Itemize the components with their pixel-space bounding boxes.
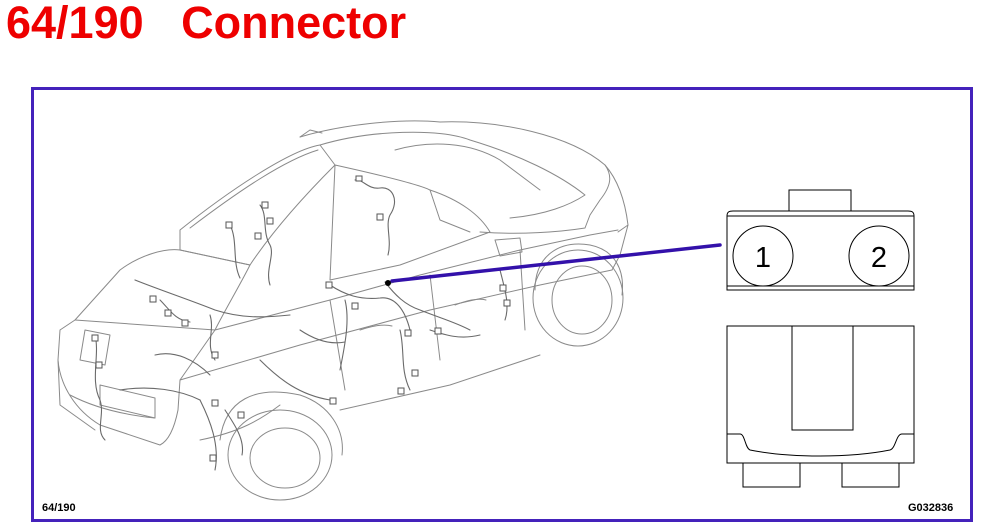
pin-2-circle: [848, 225, 910, 287]
car-trunk: [74, 249, 251, 331]
car-illustration: [57, 120, 629, 501]
connector-face-latch: [788, 189, 852, 213]
rear-wheel: [227, 409, 333, 501]
connector-face-view: [726, 189, 915, 291]
diagram-frame: [31, 87, 973, 522]
car-windshield: [319, 131, 586, 219]
harness-connectors: [91, 175, 511, 462]
diagram-reference-left: 64/190: [42, 502, 76, 514]
connector-side-foot-right: [841, 462, 900, 488]
connector-side-foot-left: [742, 462, 801, 488]
connector-side-view: [726, 325, 915, 488]
pin-1-circle: [732, 225, 794, 287]
leader-line: [385, 243, 722, 286]
diagram-reference-right: G032836: [908, 502, 954, 514]
car-front: [604, 164, 629, 233]
pin-1-label: 1: [755, 242, 771, 274]
car-rear-window: [179, 144, 336, 266]
page-title: 64/190 Connector: [6, 0, 407, 48]
wiring-harness: [94, 179, 508, 471]
car-rear-bumper: [57, 329, 216, 446]
connector-side-body: [726, 325, 915, 464]
connector-side-slot: [791, 326, 854, 431]
car-side-body: [214, 229, 619, 331]
pin-2-label: 2: [871, 242, 887, 274]
car-roof: [299, 120, 611, 234]
front-wheel: [532, 249, 624, 347]
